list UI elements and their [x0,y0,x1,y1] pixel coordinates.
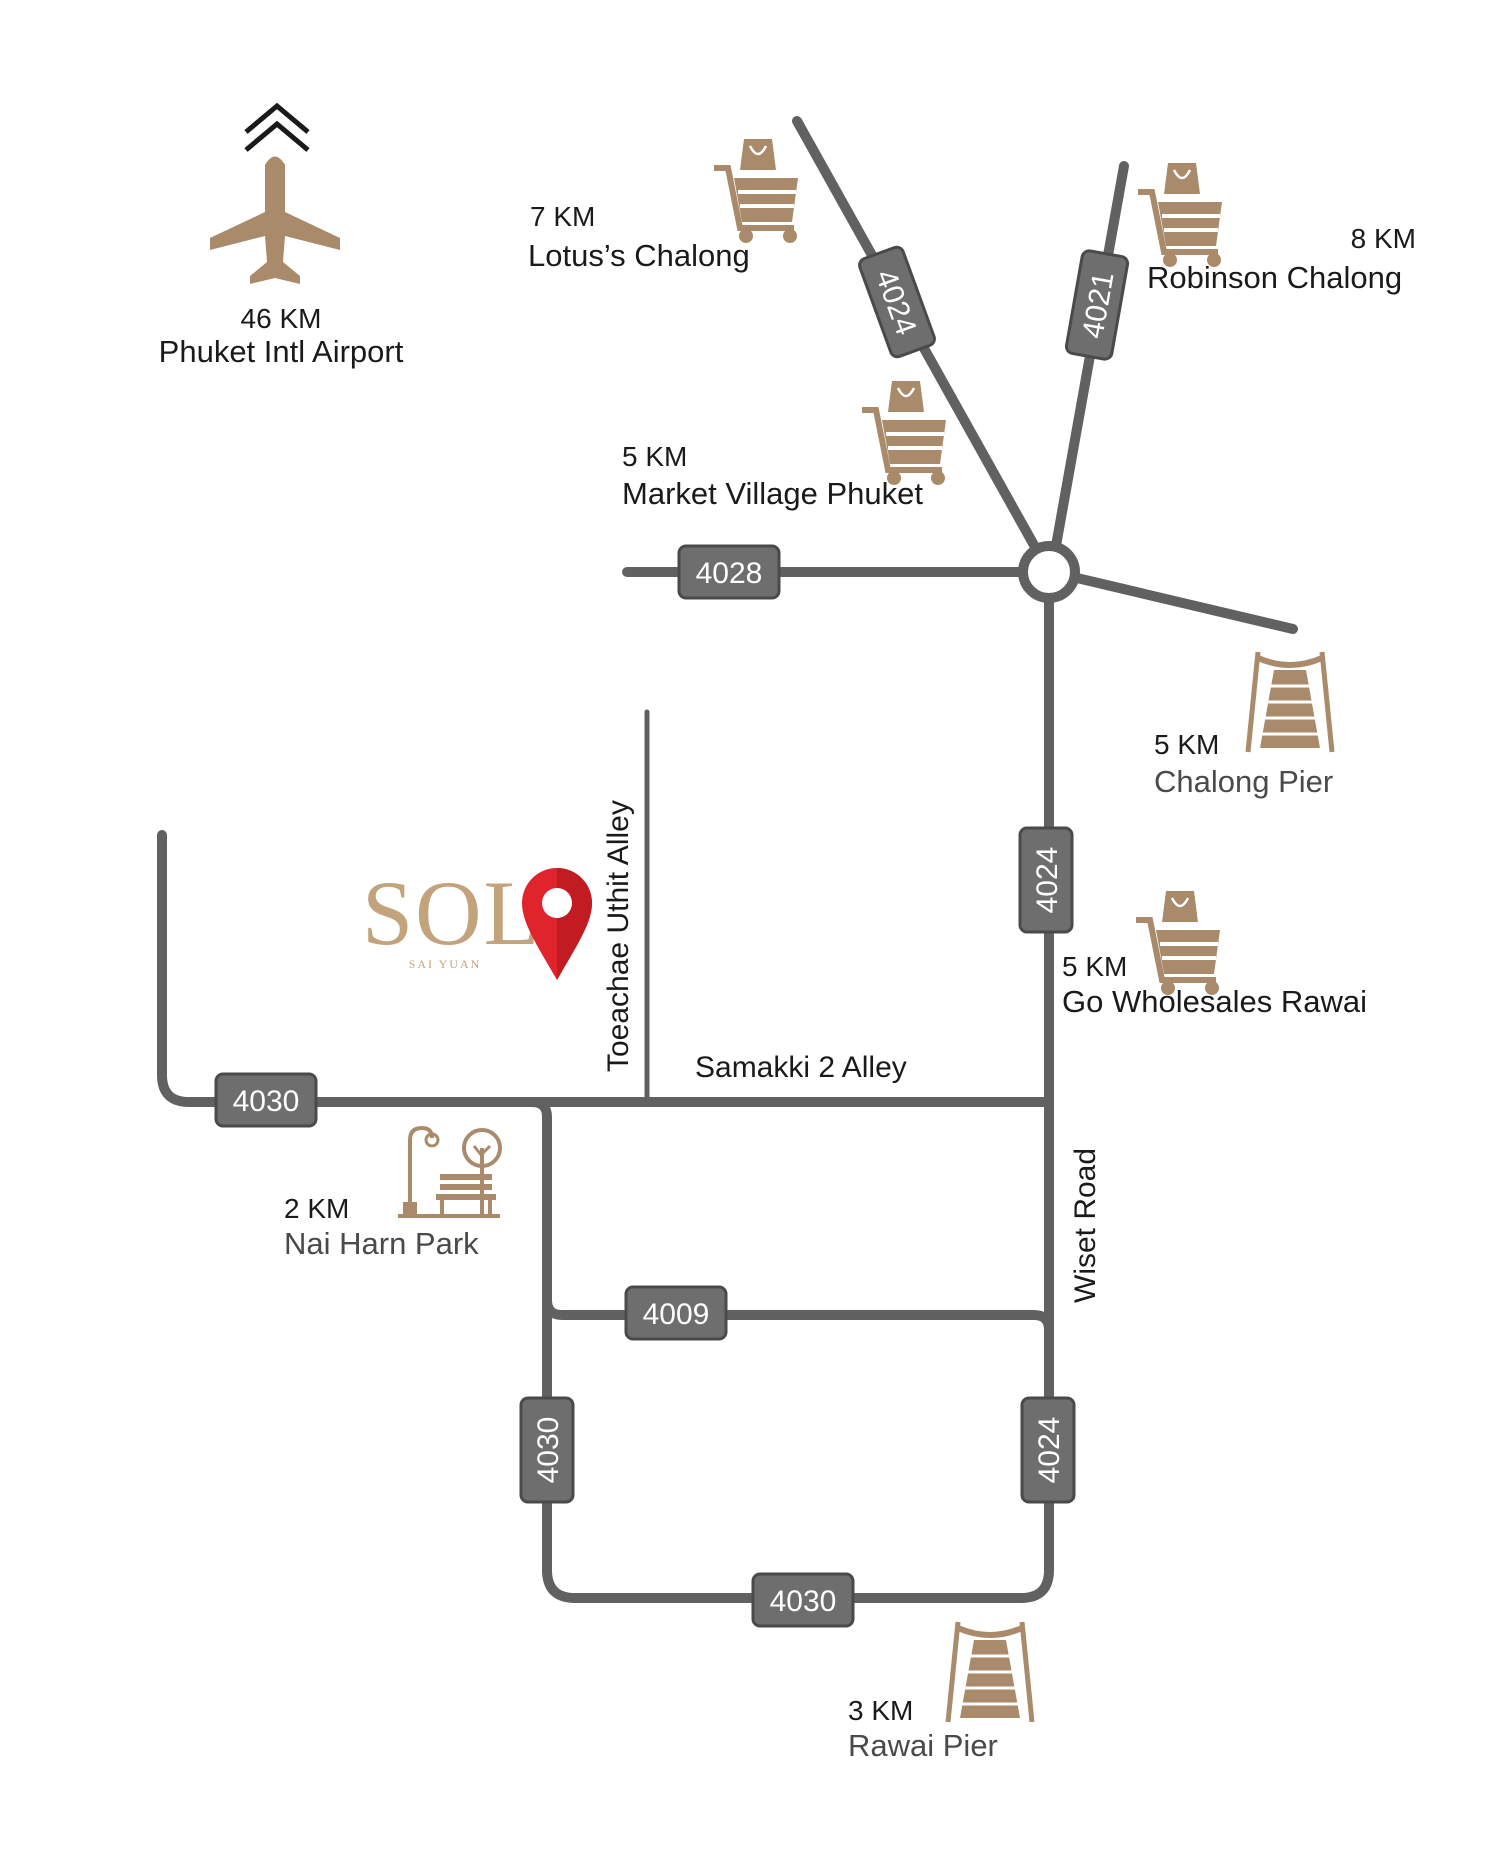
robinson-name: Robinson Chalong [1147,260,1402,295]
go-wholesales-name: Go Wholesales Rawai [1062,984,1367,1019]
nai-harn-park-distance: 2 KM [284,1193,349,1224]
badge-label: 4009 [643,1298,710,1331]
badge-label: 4024 [1033,1417,1066,1484]
shopping-cart-icon [862,381,946,485]
badge-4009: 4009 [624,1285,728,1341]
rawai-pier-distance: 3 KM [848,1695,913,1726]
park-bench-icon [398,1125,502,1218]
go-wholesales-distance: 5 KM [1062,951,1127,982]
badge-4030-left: 4030 [214,1072,318,1128]
road-east-spur [1072,573,1298,634]
badge-label: 4028 [696,557,763,590]
badge-4021: 4021 [1064,249,1130,361]
chalong-pier-distance: 5 KM [1154,729,1219,760]
chalong-pier-name: Chalong Pier [1154,764,1333,799]
shopping-cart-icon [1136,891,1220,995]
road-4030-samakki [157,830,1054,1107]
lotus-name: Lotus’s Chalong [528,238,750,273]
badge-label: 4030 [233,1085,300,1118]
roundabout [1018,541,1080,603]
airplane-icon [210,156,340,284]
shopping-cart-icon [1138,163,1222,267]
airport-distance: 46 KM [241,303,322,334]
badge-4024-low: 4024 [1020,1396,1076,1504]
road-loop [527,1097,1054,1603]
robinson-distance: 8 KM [1351,223,1416,254]
badge-label: 4024 [1031,847,1064,914]
badge-4030-vert: 4030 [519,1396,575,1504]
pier-icon [945,1621,1035,1723]
badge-4024-mid: 4024 [1018,826,1074,934]
street-samakki-2-alley: Samakki 2 Alley [695,1051,907,1084]
map-pin-icon [522,868,592,980]
badge-4024-top: 4024 [858,245,936,359]
lotus-distance: 7 KM [530,201,595,232]
logo-subtitle: SAI YUAN [409,957,482,971]
double-chevron-up-icon [244,102,310,152]
street-toeachae-uthit-alley: Toeachae Uthit Alley [602,800,635,1072]
nai-harn-park-name: Nai Harn Park [284,1226,479,1261]
street-wiset-road: Wiset Road [1069,1148,1102,1303]
pier-icon [1245,651,1335,753]
badge-4028: 4028 [677,544,781,600]
road-4009 [542,1295,1054,1335]
market-village-distance: 5 KM [622,441,687,472]
badge-label: 4030 [770,1585,837,1618]
logo-text: SOL [362,862,542,964]
project-logo: SOL SAI YUAN [362,862,542,971]
road-4021 [1047,161,1129,573]
market-village-name: Market Village Phuket [622,476,923,511]
airport-name: Phuket Intl Airport [159,334,404,369]
badge-label: 4030 [532,1417,565,1484]
rawai-pier-name: Rawai Pier [848,1728,998,1763]
shopping-cart-icon [714,139,798,243]
badge-4030-bottom: 4030 [751,1572,855,1628]
